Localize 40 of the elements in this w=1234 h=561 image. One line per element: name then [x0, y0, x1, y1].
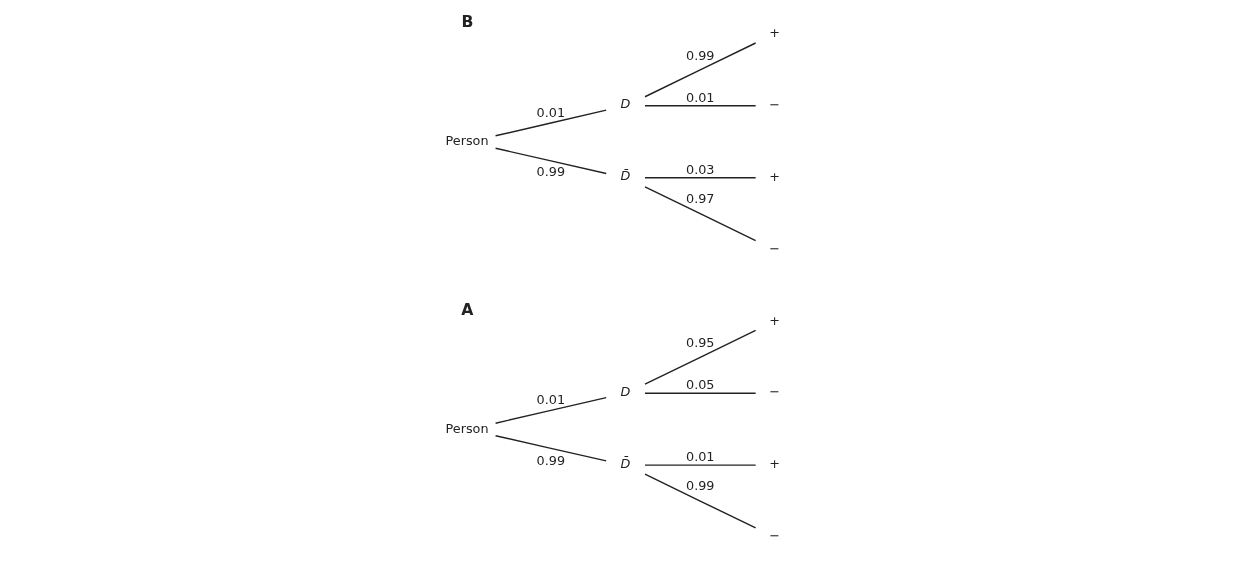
node-text: D	[620, 383, 631, 399]
node-text: −	[769, 240, 780, 256]
connector	[644, 464, 757, 466]
connector	[644, 329, 757, 385]
connector	[644, 186, 757, 242]
node-text: +	[769, 456, 780, 472]
node-text: D̄	[620, 455, 631, 471]
edge-label: 0.01	[685, 449, 715, 465]
edge-label: 0.99	[536, 452, 566, 468]
node-text: +	[769, 168, 780, 184]
connector	[494, 435, 607, 462]
node-text: −	[769, 384, 780, 400]
edge-label: 0.97	[685, 190, 715, 206]
edge-label: 0.01	[536, 391, 566, 407]
label: A	[461, 299, 474, 319]
connector	[494, 109, 607, 137]
connector	[644, 392, 757, 394]
node-text: −	[769, 528, 780, 544]
edge-label: 0.95	[685, 334, 715, 350]
edge-label: 0.01	[685, 89, 715, 105]
edge-label: 0.99	[685, 478, 715, 494]
connector	[644, 177, 757, 179]
connector	[494, 396, 607, 424]
edge-label: 0.99	[685, 47, 715, 63]
node-text: +	[769, 312, 780, 328]
connector	[644, 42, 757, 98]
edge-label: 0.03	[685, 161, 715, 177]
connector	[644, 473, 757, 529]
node-text: −	[769, 96, 780, 112]
label: B	[461, 12, 474, 32]
edge-label: 0.01	[536, 104, 566, 120]
edge-label: 0.99	[536, 163, 566, 179]
node-text: Person	[445, 420, 489, 436]
node-text: D̄	[620, 168, 631, 184]
node-text: Person	[445, 133, 489, 149]
edge-label: 0.05	[685, 377, 715, 393]
node-text: D	[620, 96, 631, 112]
node-text: +	[769, 25, 780, 41]
connector	[494, 147, 607, 175]
connector	[644, 105, 757, 107]
